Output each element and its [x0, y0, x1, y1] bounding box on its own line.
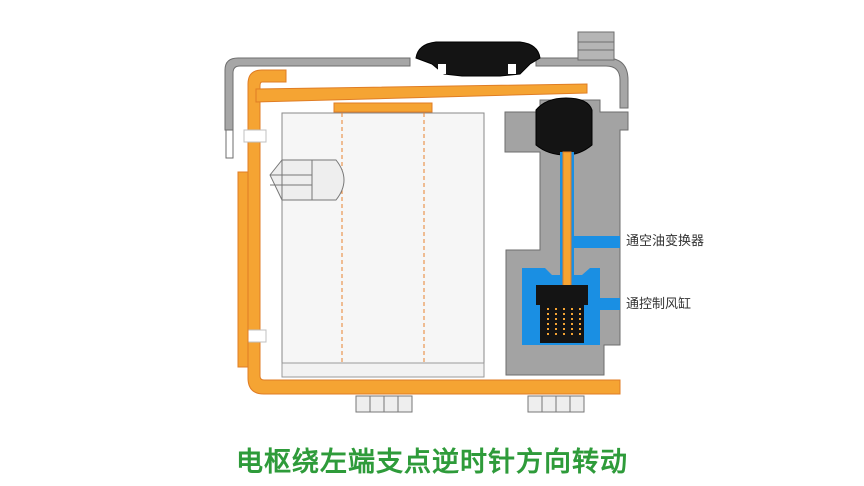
valve-head	[535, 97, 593, 156]
armature-plate	[255, 83, 588, 103]
valve-piston	[536, 285, 588, 343]
seal-cap-icon	[415, 41, 541, 77]
control-cylinder-label: 通控制风缸	[626, 296, 691, 312]
housing-frame	[224, 31, 629, 159]
hex-bolt-icon	[269, 159, 345, 201]
valve-stem	[562, 151, 572, 289]
hex-nut-icon	[355, 395, 585, 413]
armature-yoke	[237, 69, 621, 395]
pole-shoe	[333, 102, 433, 113]
oil-converter-label: 通空油变换器	[626, 233, 704, 249]
coil	[281, 112, 485, 378]
diagram-caption: 电枢绕左端支点逆时针方向转动	[236, 447, 628, 478]
